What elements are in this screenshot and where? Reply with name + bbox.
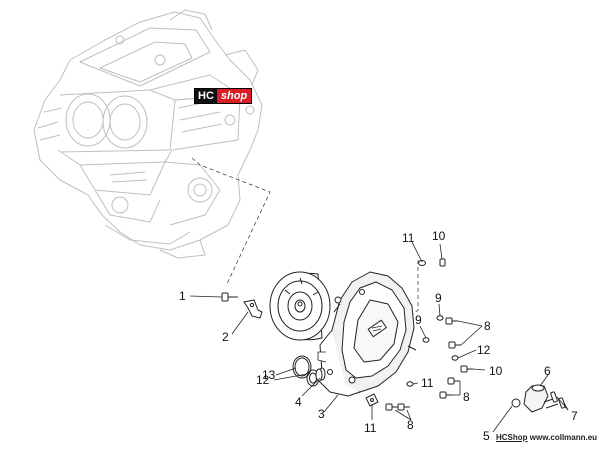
callout-7: 7 (571, 409, 578, 423)
callout-10-top: 10 (432, 229, 446, 243)
callout-10-right: 10 (489, 364, 503, 378)
callout-9-lower: 9 (415, 313, 422, 327)
callout-13: 13 (262, 368, 276, 382)
callout-leader-lines (189, 241, 569, 433)
part-generator-cover-3 (317, 271, 417, 397)
callout-5: 5 (483, 429, 490, 443)
watermark-suffix: shop (216, 89, 252, 103)
part-sensor-6 (511, 384, 566, 413)
callout-numbers: 1 2 3 4 5 6 7 8 8 8 9 9 10 10 11 11 11 1… (179, 229, 578, 443)
footer-url: www.collmann.eu (529, 433, 598, 442)
callout-12-left: 12 (256, 373, 270, 387)
callout-8-middle: 8 (463, 390, 470, 404)
watermark-prefix: HC (195, 89, 217, 103)
part-bolts-washers (365, 258, 473, 411)
footer-brand: HCShop (496, 433, 528, 442)
callout-1: 1 (179, 289, 186, 303)
part-bolt-1 (221, 292, 238, 302)
part-seal-13 (292, 355, 312, 379)
callout-6: 6 (544, 364, 551, 378)
callout-11-middle: 11 (421, 376, 434, 390)
engine-block-sketch (33, 9, 263, 259)
callout-11-bottom: 11 (364, 421, 377, 435)
callout-3: 3 (318, 407, 325, 421)
callout-8-upper: 8 (484, 319, 491, 333)
callout-11-top: 11 (402, 231, 415, 245)
part-spacer-4 (315, 367, 326, 382)
callout-9-upper: 9 (435, 291, 442, 305)
callout-4: 4 (295, 395, 302, 409)
part-flywheel (269, 271, 331, 341)
callout-8-lower: 8 (407, 418, 414, 432)
callout-12-right: 12 (477, 343, 491, 357)
footer-credit: HCShop www.collmann.eu (496, 433, 597, 442)
callout-2: 2 (222, 330, 229, 344)
part-bracket-2 (243, 299, 263, 319)
hcshop-watermark: HC shop (194, 88, 253, 104)
